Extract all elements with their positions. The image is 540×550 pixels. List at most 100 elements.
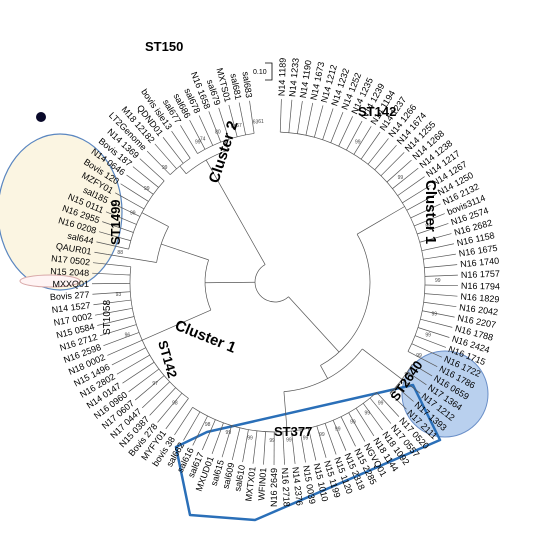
- tree-branch: [395, 386, 414, 402]
- tree-branch: [107, 339, 143, 356]
- tree-branch: [419, 233, 452, 243]
- tree-branch: [224, 140, 229, 151]
- tree-branch: [111, 347, 146, 366]
- tree-branch: [154, 143, 177, 170]
- tree-branch: [283, 391, 288, 432]
- bootstrap-value: 74: [200, 137, 206, 143]
- bootstrap-value: 99: [350, 419, 356, 425]
- bootstrap-value: 63: [231, 124, 237, 130]
- tree-branch: [221, 425, 232, 458]
- bootstrap-value: 99: [269, 438, 275, 444]
- st1499-highlight-ellipse: [0, 133, 123, 291]
- tree-branch: [376, 392, 400, 417]
- tree-branch: [356, 206, 405, 235]
- tree-branch: [279, 99, 282, 133]
- tree-branch: [238, 102, 246, 135]
- bootstrap-value: 99: [319, 432, 325, 438]
- bootstrap-value: 99: [144, 186, 150, 192]
- tree-branch: [242, 429, 249, 463]
- bootstrap-value: 99: [398, 175, 404, 181]
- bootstrap-value: 99: [378, 401, 384, 407]
- tree-branch: [132, 166, 159, 188]
- tree-branch: [192, 415, 208, 446]
- tree-branch: [96, 241, 129, 250]
- tree-arc: [254, 264, 266, 283]
- leaf-label: N14 1527: [51, 300, 91, 315]
- bootstrap-value: 99: [303, 436, 309, 442]
- tree-arc: [320, 234, 371, 366]
- bootstrap-value: 99: [335, 426, 341, 432]
- tree-branch: [340, 416, 356, 447]
- bootstrap-value: 99: [435, 278, 441, 284]
- scale-label: 0.10: [253, 69, 267, 76]
- leaf-label: N16 1829: [460, 291, 500, 304]
- bootstrap-value: 99: [425, 223, 431, 229]
- tree-branch: [316, 425, 327, 458]
- tree-branch: [330, 111, 344, 143]
- tree-branch: [406, 194, 436, 211]
- tree-branch: [92, 272, 131, 276]
- tree-branch: [211, 422, 224, 454]
- bootstrap-value: 99: [130, 210, 136, 216]
- tree-branch: [208, 111, 222, 143]
- tree-branch: [348, 412, 366, 442]
- tree-branch: [97, 316, 135, 326]
- cluster-1-inner-label: Cluster 1: [173, 317, 239, 357]
- leaf-label: WFIN01: [256, 467, 268, 501]
- tree-branch: [218, 107, 230, 140]
- tree-branch: [228, 104, 238, 137]
- marker-dot: [36, 112, 46, 122]
- tree-branch: [180, 125, 198, 154]
- bootstrap-value: 99: [162, 165, 168, 171]
- tree-branch: [413, 213, 445, 227]
- tree-branch: [201, 419, 216, 451]
- bootstrap-value: 99: [355, 139, 361, 145]
- qaur01-highlight-ellipse: [19, 274, 81, 288]
- tree-branch: [367, 138, 389, 165]
- tree-branch: [407, 371, 427, 386]
- bootstrap-value: 93: [116, 292, 122, 298]
- tree-branch: [401, 379, 421, 394]
- bootstrap-value: 97: [152, 381, 158, 387]
- tree-branch: [407, 351, 438, 367]
- tree-branch: [392, 167, 419, 189]
- leaf-label: sal610: [232, 464, 247, 492]
- tree-branch: [389, 393, 407, 410]
- tree-branch: [263, 431, 266, 465]
- st2640-highlight-circle: [401, 350, 489, 438]
- tree-branch: [424, 264, 458, 269]
- tree-branch: [171, 130, 191, 159]
- tree-branch: [189, 119, 206, 150]
- tree-branch: [346, 120, 363, 151]
- tree-branch: [105, 211, 137, 225]
- tree-branch: [205, 159, 266, 265]
- bootstrap-value: 98: [172, 401, 178, 407]
- leaf-label: sal683: [240, 71, 254, 99]
- tree-branch: [369, 397, 392, 424]
- scale-bar: [265, 62, 273, 81]
- bootstrap-value: 99: [404, 372, 410, 378]
- bootstrap-value: 80: [215, 130, 221, 136]
- tree-arc: [254, 282, 289, 303]
- leaf-label: N16 2649: [269, 468, 279, 507]
- cluster-1-right-label: Cluster 1: [422, 180, 439, 244]
- leaf-label: N14 1189: [276, 58, 287, 97]
- tree-branch: [291, 431, 296, 464]
- tree-branch: [94, 307, 133, 316]
- tree-branch: [142, 309, 212, 341]
- bootstrap-values: 9999999999999999999999999999999999999998…: [116, 119, 441, 444]
- leaf-label: N15 2048: [50, 266, 89, 278]
- tree-branch: [362, 348, 403, 380]
- tree-branch: [134, 375, 165, 401]
- tree-branch: [402, 185, 431, 204]
- tree-branch: [161, 243, 209, 261]
- tree-branch: [320, 365, 328, 379]
- st1499-label: ST1499: [108, 199, 123, 245]
- bootstrap-value: 61: [258, 119, 264, 125]
- tree-branch: [355, 408, 375, 437]
- bootstrap-value: 67: [236, 123, 242, 129]
- tree-branch: [353, 126, 372, 155]
- leaf-label: N16 1740: [460, 256, 500, 270]
- bootstrap-value: 99: [390, 389, 396, 395]
- tree-branch: [126, 174, 154, 195]
